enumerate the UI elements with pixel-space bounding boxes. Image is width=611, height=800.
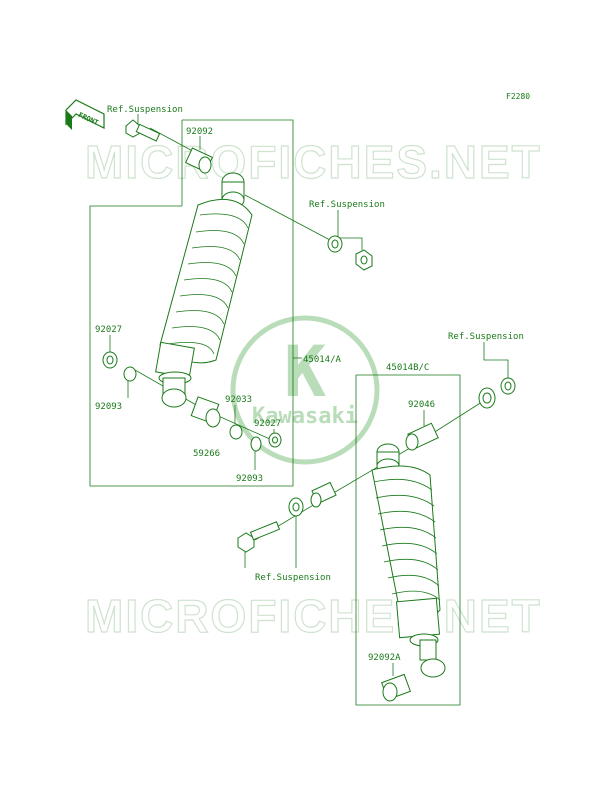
logo-letter: K [284,331,326,413]
bushing-59266 [190,396,221,428]
bolt-bottom-left [237,521,281,553]
logo-brand: Kawasaki [252,404,358,429]
ring-92093-mid [250,436,262,452]
nut-ref-right [500,377,516,395]
right-assembly-bracket [355,374,461,706]
label-92027-left: 92027 [95,325,122,335]
label-ref-suspension-top: Ref.Suspension [107,105,183,115]
label-92033: 92033 [225,395,252,405]
shock-absorber-right [371,443,446,678]
washer-ref-right [478,387,496,409]
watermark-top: MICROFICHES.NET [85,136,542,188]
label-59266: 59266 [193,449,220,459]
label-45014-a: 45014/A [303,355,342,365]
label-ref-suspension-bottom: Ref.Suspension [255,573,331,583]
label-92027-mid: 92027 [254,419,281,429]
ring-92093-left [123,366,137,382]
washer-92027-mid [268,432,282,448]
figure-code: F2280 [506,92,530,101]
kawasaki-logo: K Kawasaki [230,315,380,465]
label-45014-bc: 45014B/C [386,363,429,373]
label-92092a: 92092A [368,653,401,663]
washer-92027-left [102,351,118,369]
collar-bottom [310,481,337,508]
front-arrow-icon: FRONT [65,99,105,130]
label-92092: 92092 [186,127,213,137]
collar-92046 [405,422,439,451]
collar-92092 [184,147,214,174]
collar-92092a [381,673,411,702]
washer-ref-mid [327,235,343,253]
washer-ref-bottom [288,497,304,517]
label-92093-mid: 92093 [236,474,263,484]
label-ref-suspension-mid: Ref.Suspension [309,200,385,210]
watermark-bottom: MICROFICHES.NET [85,590,542,642]
nut-ref-mid [355,249,373,271]
left-assembly-bracket [89,119,294,487]
label-92046: 92046 [408,400,435,410]
bolt-top-left [125,119,161,142]
circlip-92033 [229,424,243,440]
label-ref-suspension-right: Ref.Suspension [448,332,524,342]
label-92093-left: 92093 [95,402,122,412]
shock-absorber-left [155,172,253,408]
